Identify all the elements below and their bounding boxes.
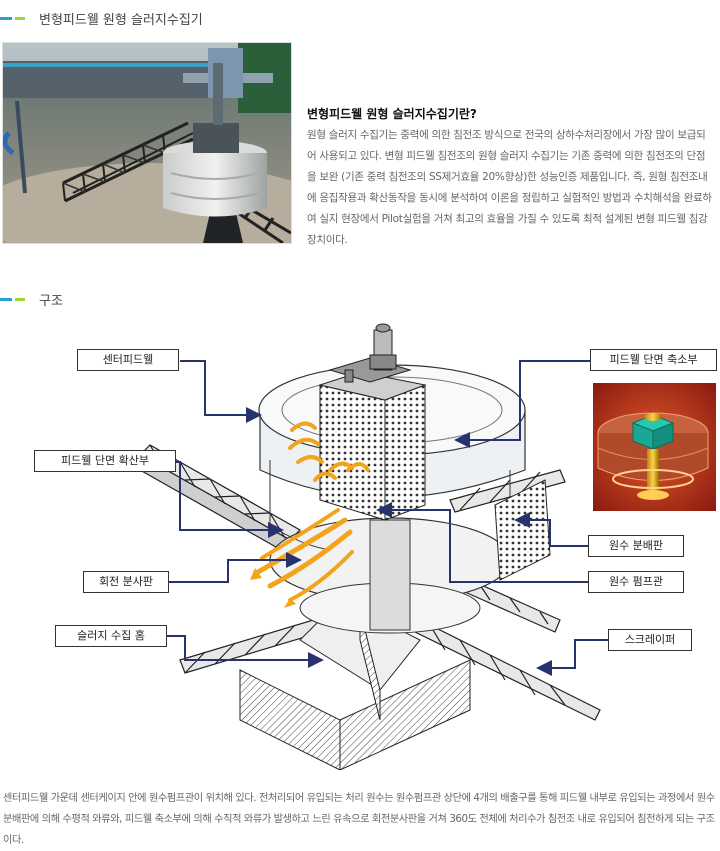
- render-inset: [593, 383, 716, 511]
- structure-description: 센터피드웰 가운데 센터케이지 안에 원수펌프관이 위치해 있다. 전처리되어 …: [3, 788, 715, 851]
- section-title-1: 변형피드웰 원형 슬러지수집기: [0, 9, 203, 28]
- label-raw-distributor: 원수 분배판: [588, 535, 684, 557]
- label-sludge-hopper: 슬러지 수집 홈: [55, 625, 167, 647]
- label-feedwell-contraction: 피드웰 단면 축소부: [590, 349, 717, 371]
- section-title-2: 구조: [0, 290, 63, 309]
- section-bullet-icon: [0, 17, 25, 20]
- intro-heading: 변형피드웰 원형 슬러지수집기란?: [307, 105, 712, 122]
- section-title-text: 변형피드웰 원형 슬러지수집기: [39, 9, 203, 28]
- product-photo: [2, 42, 292, 244]
- intro-body: 원형 슬러지 수집기는 중력에 의한 침전조 방식으로 전국의 상하수처리장에서…: [307, 125, 712, 251]
- section-bullet-icon: [0, 298, 25, 301]
- label-rotating-deflector: 회전 분사판: [83, 571, 169, 593]
- label-center-feedwell: 센터피드웰: [77, 349, 179, 371]
- section-title-text: 구조: [39, 290, 63, 309]
- label-scraper: 스크레이퍼: [608, 629, 692, 651]
- intro-block: 변형피드웰 원형 슬러지수집기란? 원형 슬러지 수집기는 중력에 의한 침전조…: [307, 105, 712, 251]
- label-raw-pump-pipe: 원수 펌프관: [588, 571, 684, 593]
- label-feedwell-expansion: 피드웰 단면 확산부: [34, 450, 176, 472]
